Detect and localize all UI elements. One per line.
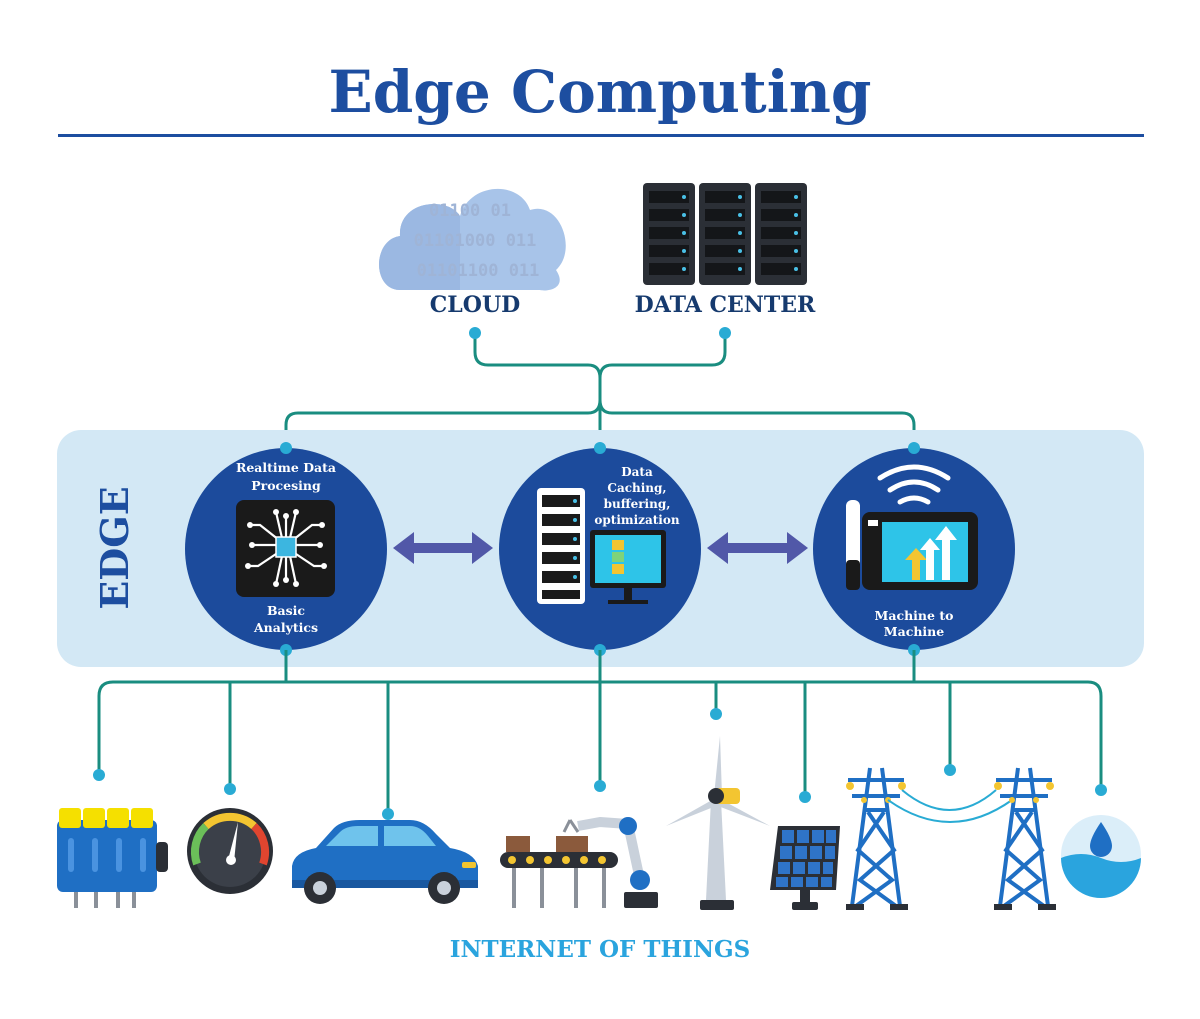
node-label: Basic <box>267 603 305 618</box>
water-drop-icon <box>1061 815 1141 898</box>
node-label: Data <box>621 465 653 479</box>
power-tower-icon <box>846 767 908 910</box>
power-line <box>887 789 1013 823</box>
server-rack-icon <box>643 183 807 285</box>
tablet-wifi-chart-icon <box>846 500 978 590</box>
edge-node-realtime-processing: Realtime Data Procesing Basic Analytics <box>185 448 387 650</box>
page-title: Edge Computing <box>329 58 872 126</box>
node-label: Machine to <box>875 608 954 623</box>
power-tower-icon <box>994 767 1056 910</box>
node-label: Machine <box>884 624 944 639</box>
cloud-binary-line: 01101100 011 <box>417 261 540 281</box>
wifi-icon <box>877 464 951 505</box>
server-monitor-icon <box>537 488 666 604</box>
node-label: buffering, <box>604 497 671 511</box>
cloud-binary-line: 01100 01 <box>429 201 511 221</box>
wind-turbine-icon <box>666 736 770 910</box>
top-connectors <box>284 333 916 448</box>
cpu-chip-icon <box>236 500 335 597</box>
title-divider <box>58 134 1144 137</box>
edge-label: EDGE <box>92 486 137 609</box>
node-label: Procesing <box>251 478 321 493</box>
node-label: Realtime Data <box>236 460 336 475</box>
node-label: optimization <box>594 513 679 527</box>
cloud-binary-line: 01101000 011 <box>414 231 537 251</box>
edge-node-data-caching: Data Caching, buffering, optimization <box>499 448 701 650</box>
solar-panel-icon <box>770 826 840 910</box>
iot-label: INTERNET OF THINGS <box>450 936 750 963</box>
robot-conveyor-icon <box>500 817 658 908</box>
car-icon <box>292 820 478 904</box>
top-connector-dots <box>469 327 731 339</box>
cloud-label: CLOUD <box>430 292 520 318</box>
node-label: Analytics <box>253 620 318 635</box>
iot-connector-dots <box>93 708 1107 820</box>
iot-connectors <box>97 650 1103 814</box>
double-arrow-icon <box>393 532 808 564</box>
cloud-icon: 01100 01 01101000 011 01101100 011 <box>379 188 566 291</box>
node-label: Caching, <box>607 481 666 495</box>
battery-pack-icon <box>57 808 168 908</box>
datacenter-label: DATA CENTER <box>635 292 816 318</box>
speedometer-icon <box>187 808 273 894</box>
edge-node-machine-to-machine: Machine to Machine <box>813 448 1015 650</box>
